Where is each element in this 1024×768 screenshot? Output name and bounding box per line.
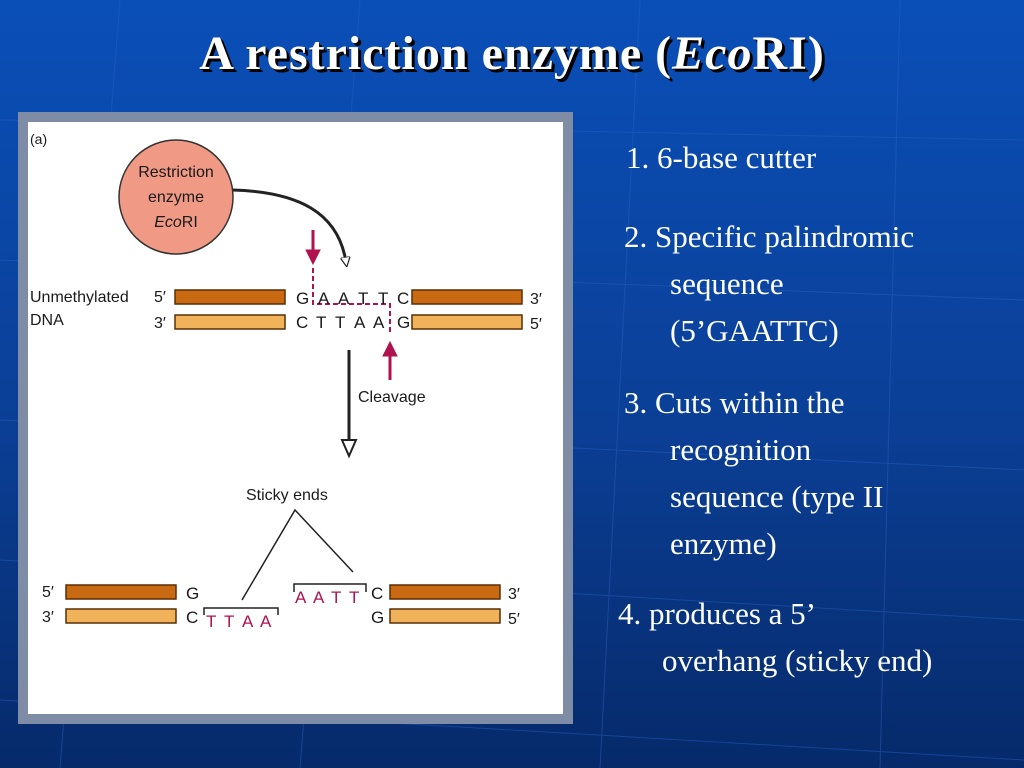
cleavage-arrow-head [340, 439, 358, 459]
bottom-base: T [335, 313, 345, 332]
bottom-base: C [296, 313, 308, 332]
bottom-strand-right-bar [411, 314, 523, 330]
point-line: 1. 6-base cutter [626, 140, 817, 175]
point-line: overhang (sticky end) [662, 643, 933, 678]
sticky-ends-label: Sticky ends [246, 487, 328, 504]
enzyme-circle [118, 139, 234, 255]
product-left-overhang: T T A A [206, 612, 272, 631]
cleavage-label: Cleavage [358, 389, 426, 406]
dna-label-line1: Unmethylated [30, 289, 129, 306]
top-base: C [397, 289, 409, 308]
overhang-base: T [224, 612, 234, 631]
top-strand-bases: G A A T T C [296, 289, 409, 308]
bottom-strand-bases: C T T A A G [296, 313, 410, 332]
product-left-top-bar [65, 584, 177, 600]
bottom-base: T [316, 313, 326, 332]
bottom-strand-left-bar [174, 314, 286, 330]
product-left-bottom-end: 3′ [42, 609, 54, 626]
point-line: recognition [670, 432, 812, 467]
figure-frame: (a) Restriction enzyme EcoRI Unmethylate… [18, 112, 573, 724]
product-left-bottom-base: C [186, 608, 198, 627]
top-strand-right-end: 3′ [530, 291, 542, 308]
bottom-strand-left-end: 3′ [154, 315, 166, 332]
enzyme-label-line3: EcoRI [154, 214, 198, 231]
top-strand-right-bar [411, 289, 523, 305]
product-left-bottom-bar [65, 608, 177, 624]
point-4: 4. produces a 5’ overhang (sticky end) [618, 590, 932, 684]
product-left-top-base: G [186, 584, 199, 603]
point-line: 2. Specific palindromic [624, 219, 915, 254]
point-line: enzyme) [670, 526, 777, 561]
enzyme-label-line2: enzyme [148, 189, 204, 206]
dna-label-line2: DNA [30, 312, 64, 329]
top-strand-left-end: 5′ [154, 289, 166, 306]
top-strand-left-bar [174, 289, 286, 305]
page-title: A restriction enzyme (EcoRI) [199, 27, 825, 80]
top-base: G [296, 289, 309, 308]
point-3: 3. Cuts within the recognition sequence … [624, 379, 883, 567]
product-right-overhang-bracket [293, 583, 367, 592]
overhang-base: A [295, 588, 307, 607]
product-right-top-bar [389, 584, 501, 600]
point-line: 4. produces a 5’ [618, 596, 816, 631]
ecori-diagram-svg: (a) Restriction enzyme EcoRI Unmethylate… [30, 131, 542, 631]
overhang-base: A [260, 612, 272, 631]
product-right-top-base: C [371, 584, 383, 603]
overhang-base: T [206, 612, 216, 631]
point-line: 3. Cuts within the [624, 385, 845, 420]
top-base: A [338, 289, 350, 308]
point-line: sequence (type II [670, 479, 884, 514]
point-line: sequence [670, 266, 784, 301]
enzyme-label-line1: Restriction [138, 164, 214, 181]
overhang-base: T [331, 588, 341, 607]
point-line: (5’GAATTC) [670, 313, 839, 348]
bottom-base: A [354, 313, 366, 332]
enzyme-arrow [232, 188, 346, 262]
top-base: T [358, 289, 368, 308]
product-left-top-end: 5′ [42, 584, 54, 601]
overhang-base: A [242, 612, 254, 631]
overhang-base: A [313, 588, 325, 607]
sticky-ends-pointer [241, 508, 354, 601]
product-right-bottom-bar [389, 608, 501, 624]
bottom-base: A [373, 313, 385, 332]
bottom-strand-right-end: 5′ [530, 316, 542, 333]
cut-arrow-bottom [382, 340, 398, 380]
point-1: 1. 6-base cutter [626, 134, 816, 181]
product-right-top-end: 3′ [508, 586, 520, 603]
product-right-overhang: A A T T [295, 588, 359, 607]
cut-arrow-top [305, 230, 321, 266]
ecori-diagram: (a) Restriction enzyme EcoRI Unmethylate… [28, 122, 563, 714]
product-right-bottom-base: G [371, 608, 384, 627]
product-left-overhang-bracket [203, 607, 279, 615]
point-2: 2. Specific palindromic sequence (5’GAAT… [624, 213, 914, 354]
top-base: T [378, 289, 388, 308]
top-base: A [318, 289, 330, 308]
panel-label: (a) [30, 131, 47, 147]
bottom-base: G [397, 313, 410, 332]
product-right-bottom-end: 5′ [508, 611, 520, 628]
cleavage-path [312, 268, 391, 332]
overhang-base: T [349, 588, 359, 607]
